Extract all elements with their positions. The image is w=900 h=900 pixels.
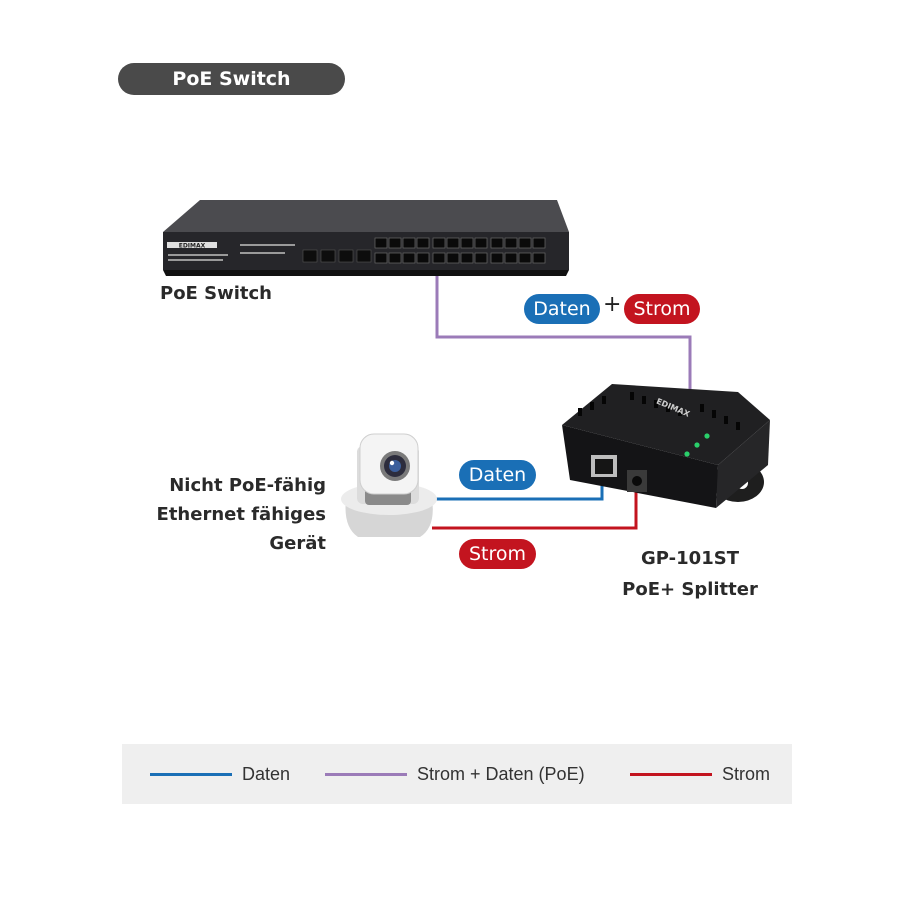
legend-item-data: Daten bbox=[150, 744, 290, 804]
splitter-label: GP-101ST PoE+ Splitter bbox=[600, 543, 780, 605]
legend-item-power: Strom bbox=[630, 744, 770, 804]
legend-item-poe: Strom + Daten (PoE) bbox=[325, 744, 585, 804]
power-tag: Strom bbox=[459, 539, 536, 569]
splitter-type: PoE+ Splitter bbox=[622, 579, 758, 600]
data-tag: Daten bbox=[459, 460, 536, 490]
power-cable bbox=[432, 490, 638, 530]
legend-label: Strom bbox=[722, 763, 771, 784]
poe-cable bbox=[435, 268, 692, 392]
legend-line-data bbox=[150, 772, 232, 776]
plus-sign: + bbox=[603, 292, 622, 317]
legend-label: Daten bbox=[242, 763, 291, 784]
legend-line-power bbox=[630, 772, 712, 776]
device-label: Nicht PoE-fähig Ethernet fähiges Gerät bbox=[157, 471, 326, 558]
switch-brand-text: EDIMAX bbox=[179, 243, 206, 250]
legend-label: Strom + Daten (PoE) bbox=[417, 763, 585, 784]
camera-device bbox=[341, 433, 437, 537]
splitter-model: GP-101ST bbox=[641, 548, 739, 569]
splitter-device: EDIMAX bbox=[562, 384, 770, 508]
device-label-line: Nicht PoE-fähig bbox=[169, 475, 326, 496]
device-label-line: Ethernet fähiges bbox=[156, 504, 326, 525]
device-label-line: Gerät bbox=[269, 533, 326, 554]
page-title: PoE Switch bbox=[118, 63, 345, 95]
power-tag-top: Strom bbox=[624, 294, 700, 324]
legend: Daten Strom + Daten (PoE) Strom bbox=[122, 744, 792, 804]
switch-label: PoE Switch bbox=[160, 283, 272, 304]
poe-switch-device: EDIMAX bbox=[163, 200, 569, 276]
data-tag-top: Daten bbox=[524, 294, 600, 324]
legend-line-poe bbox=[325, 772, 407, 776]
